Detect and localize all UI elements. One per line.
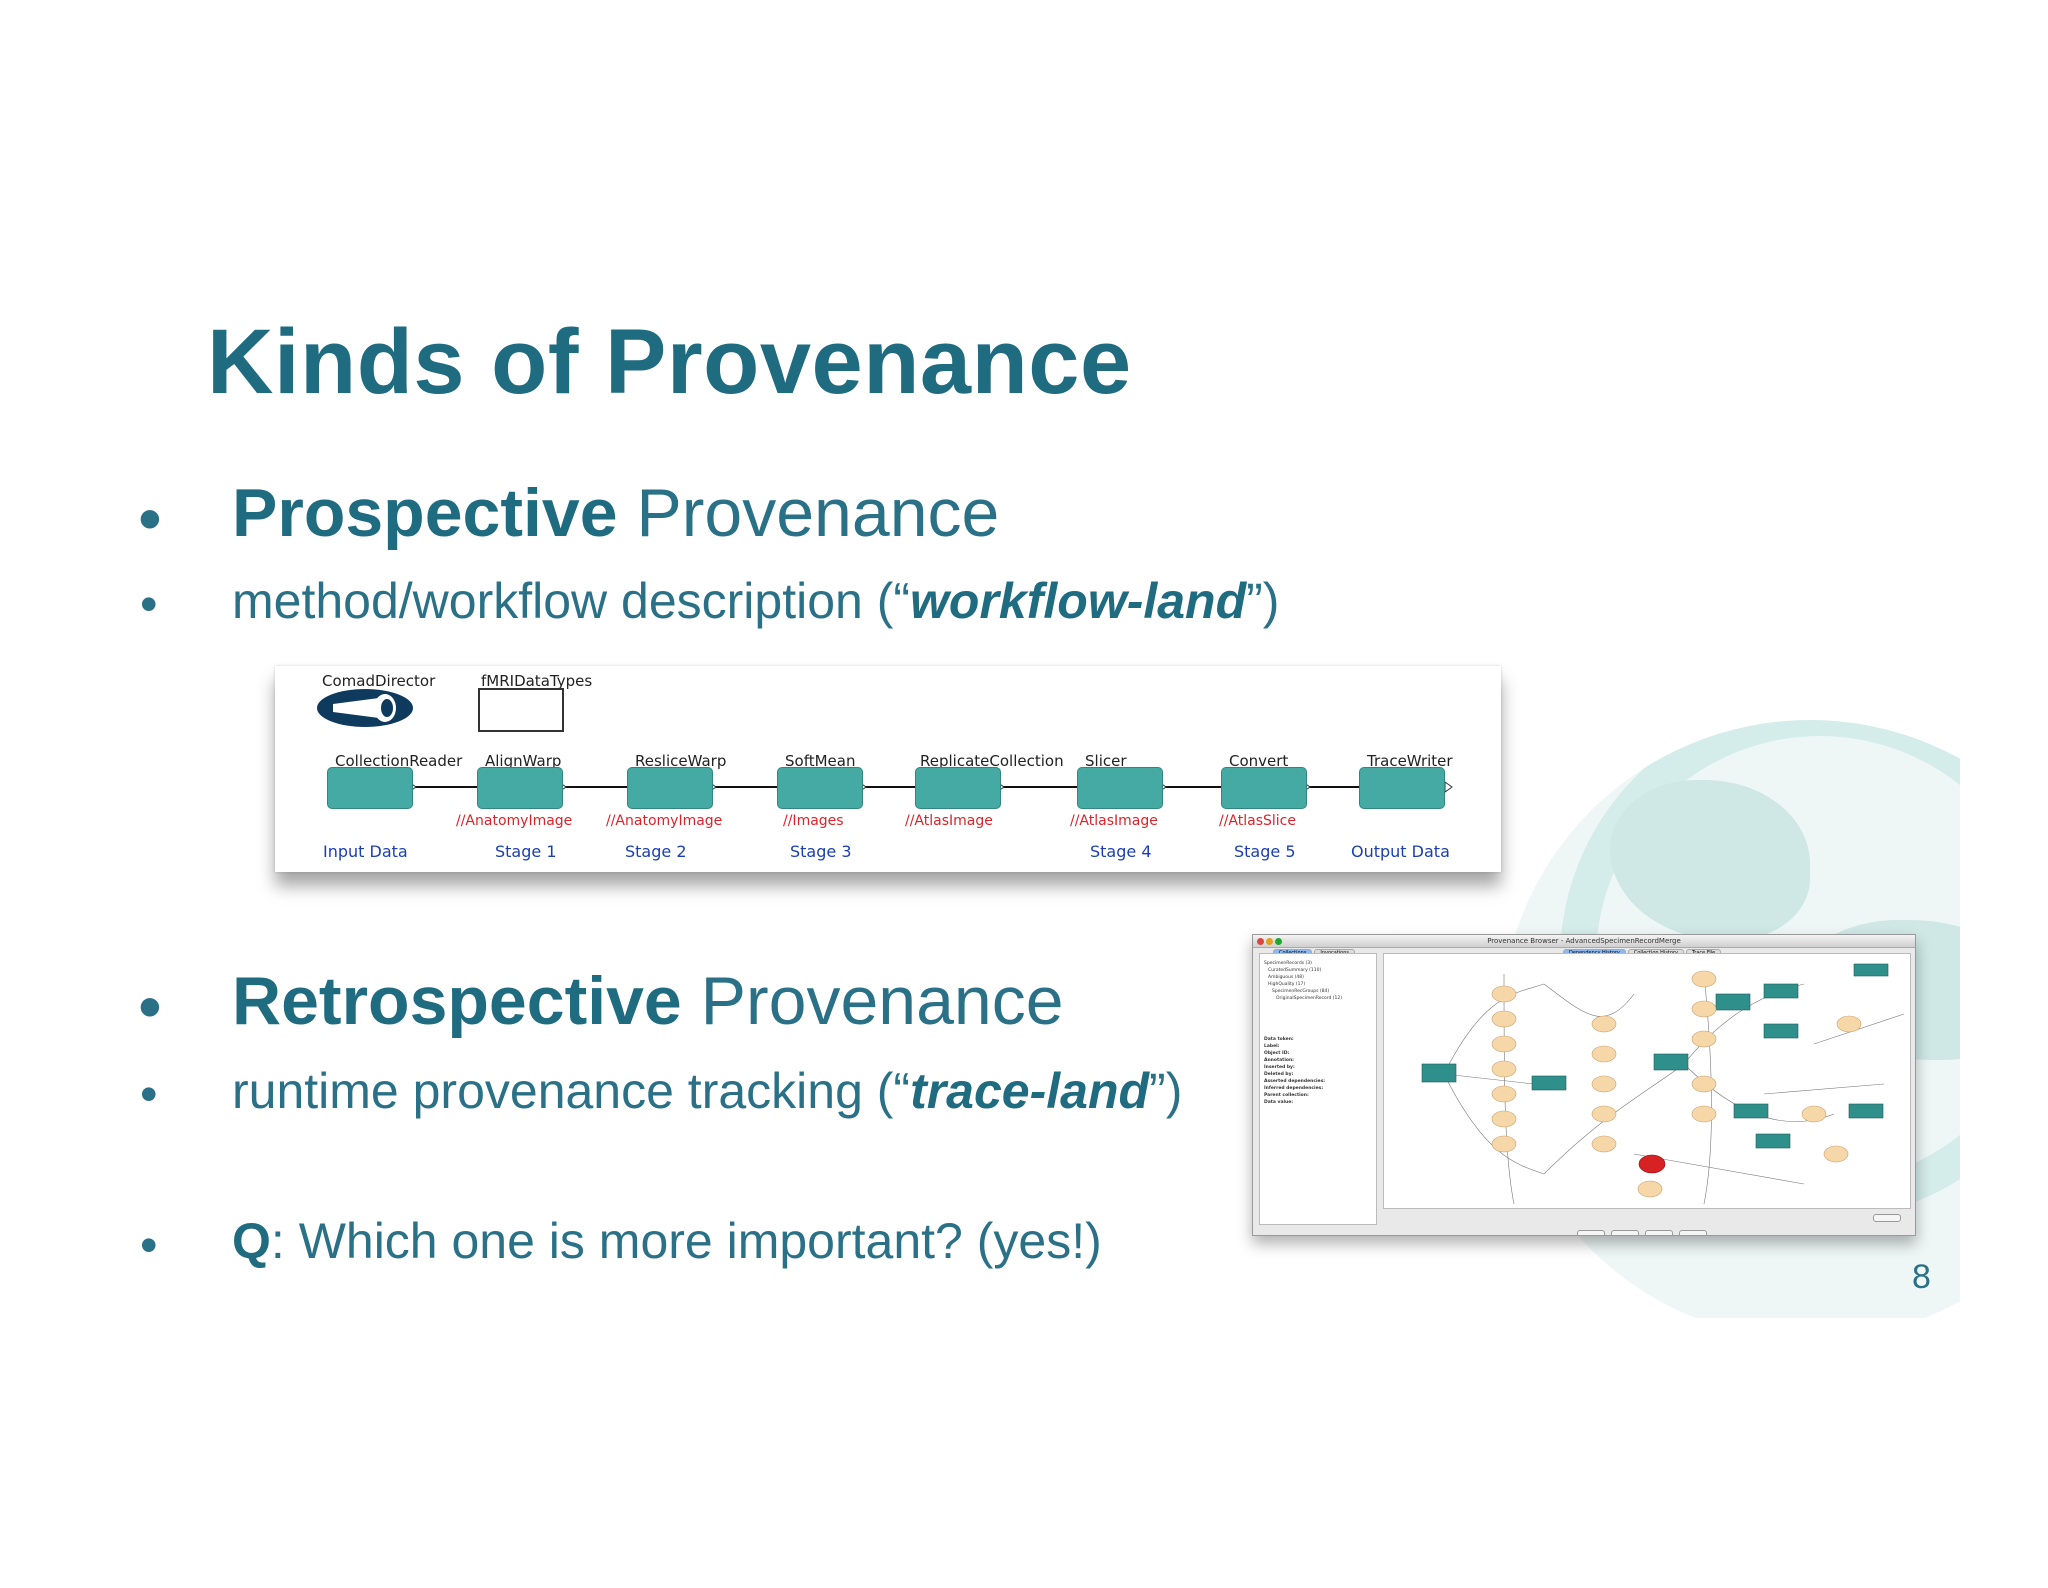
bullet-text: ”) <box>1149 1063 1183 1119</box>
detail-label: Label: <box>1264 1044 1280 1049</box>
detail-label: Asserted dependencies: <box>1264 1079 1326 1084</box>
slide-edge <box>1960 700 2048 1400</box>
bullet-text: Provenance <box>617 475 1000 551</box>
bullet-bold: Retrospective <box>232 963 682 1039</box>
minimize-icon[interactable] <box>1266 938 1273 945</box>
actor-label: CollectionReader <box>335 752 463 770</box>
window-title: Provenance Browser - AdvancedSpecimenRec… <box>1487 937 1681 945</box>
actor-output-type: //AtlasImage <box>1070 813 1158 829</box>
bullet-bold: Q <box>232 1213 271 1269</box>
slide-title: Kinds of Provenance <box>207 311 1132 413</box>
page-number: 8 <box>1912 1258 1931 1296</box>
bullet-text: Provenance <box>681 963 1064 1039</box>
detail-label: Data token: <box>1264 1037 1294 1042</box>
window-titlebar: Provenance Browser - AdvancedSpecimenRec… <box>1253 935 1915 948</box>
actor-output-type: //AtlasImage <box>905 813 993 829</box>
detail-label: Parent collection: <box>1264 1093 1309 1098</box>
detail-label: Inserted by: <box>1264 1065 1295 1070</box>
forward-button[interactable] <box>1645 1230 1673 1235</box>
stage-label: Stage 3 <box>790 842 852 861</box>
dependency-graph-canvas <box>1421 963 1905 1205</box>
bullet-text: ”) <box>1246 573 1280 629</box>
stage-label: Stage 2 <box>625 842 687 861</box>
tree-item[interactable]: CuratedSummary (110) <box>1268 968 1322 973</box>
director-icon <box>317 689 413 727</box>
actor-soft-mean[interactable] <box>777 767 863 809</box>
bullet-emphasis: trace-land <box>910 1063 1150 1119</box>
selected-node[interactable] <box>1638 1154 1666 1174</box>
actor-align-warp[interactable] <box>477 767 563 809</box>
bullet-retrospective: Retrospective Provenance <box>232 962 1064 1040</box>
provenance-browser-screenshot: Provenance Browser - AdvancedSpecimenRec… <box>1252 934 1916 1236</box>
actor-slicer[interactable] <box>1077 767 1163 809</box>
zoom-icon[interactable] <box>1275 938 1282 945</box>
stage-label: Stage 4 <box>1090 842 1152 861</box>
bullet-prospective: Prospective Provenance <box>232 474 999 552</box>
types-label: fMRIDataTypes <box>481 672 593 690</box>
bullet-marker: • <box>140 1066 158 1122</box>
bullet-marker: • <box>140 576 158 632</box>
bullet-marker: • <box>138 481 162 557</box>
detail-label: Object ID: <box>1264 1051 1290 1056</box>
actor-output-type: //AtlasSlice <box>1219 813 1296 829</box>
actor-label: AlignWarp <box>485 752 562 770</box>
actor-trace-writer[interactable] <box>1359 767 1445 809</box>
director-label: ComadDirector <box>322 672 436 690</box>
dependency-graph[interactable] <box>1383 953 1911 1209</box>
actor-label: ResliceWarp <box>635 752 727 770</box>
detail-label: Annotation: <box>1264 1058 1294 1063</box>
actor-output-type: //AnatomyImage <box>606 813 723 829</box>
tree-item[interactable]: SpecimenRecords (3) <box>1264 961 1312 966</box>
actor-convert[interactable] <box>1221 767 1307 809</box>
detail-label: Data value: <box>1264 1100 1294 1105</box>
collections-panel: SpecimenRecords (3) CuratedSummary (110)… <box>1259 953 1377 1225</box>
detail-label: Inferred dependencies: <box>1264 1086 1324 1091</box>
close-icon[interactable] <box>1257 938 1264 945</box>
tree-item[interactable]: Ambiguous (48) <box>1268 975 1304 980</box>
bullet-workflow-land: method/workflow description (“workflow-l… <box>232 572 1279 630</box>
actor-label: Slicer <box>1085 752 1127 770</box>
stage-label: Output Data <box>1351 842 1450 861</box>
graph-buttons <box>1577 1225 1713 1235</box>
actor-label: TraceWriter <box>1367 752 1453 770</box>
back-button[interactable] <box>1611 1230 1639 1235</box>
actor-reslice-warp[interactable] <box>627 767 713 809</box>
actor-output-type: //Images <box>783 813 844 829</box>
types-box <box>478 688 564 732</box>
bullet-text: method/workflow description (“ <box>232 573 911 629</box>
actor-label: ReplicateCollection <box>920 752 1064 770</box>
stage-label: Stage 5 <box>1234 842 1296 861</box>
tree-item[interactable]: SpecimenRecGroups (84) <box>1272 989 1330 994</box>
reset-button[interactable] <box>1873 1214 1901 1222</box>
detail-label: Deleted by: <box>1264 1072 1294 1077</box>
workflow-diagram: ComadDirector fMRIDataTypes CollectionRe… <box>275 666 1501 872</box>
output-button[interactable] <box>1679 1230 1707 1235</box>
slide-bottom <box>0 1318 2048 1588</box>
bullet-bold: Prospective <box>232 475 618 551</box>
bullet-marker: • <box>140 1217 158 1273</box>
tree-item[interactable]: HighQuality (17) <box>1268 982 1306 987</box>
actor-replicate-collection[interactable] <box>915 767 1001 809</box>
window-controls <box>1257 937 1284 949</box>
bullet-question: Q: Which one is more important? (yes!) <box>232 1212 1102 1270</box>
bullet-text: : Which one is more important? (yes!) <box>270 1213 1102 1269</box>
bullet-marker: • <box>138 969 162 1045</box>
tree-item[interactable]: OriginalSpecimenRecord (12) <box>1276 996 1343 1001</box>
actor-label: SoftMean <box>785 752 856 770</box>
actor-collection-reader[interactable] <box>327 767 413 809</box>
bullet-text: runtime provenance tracking (“ <box>232 1063 911 1119</box>
bullet-emphasis: workflow-land <box>910 573 1247 629</box>
actor-label: Convert <box>1229 752 1289 770</box>
stage-label: Stage 1 <box>495 842 557 861</box>
actor-output-type: //AnatomyImage <box>456 813 573 829</box>
bullet-trace-land: runtime provenance tracking (“trace-land… <box>232 1062 1182 1120</box>
input-button[interactable] <box>1577 1230 1605 1235</box>
stage-label: Input Data <box>323 842 408 861</box>
